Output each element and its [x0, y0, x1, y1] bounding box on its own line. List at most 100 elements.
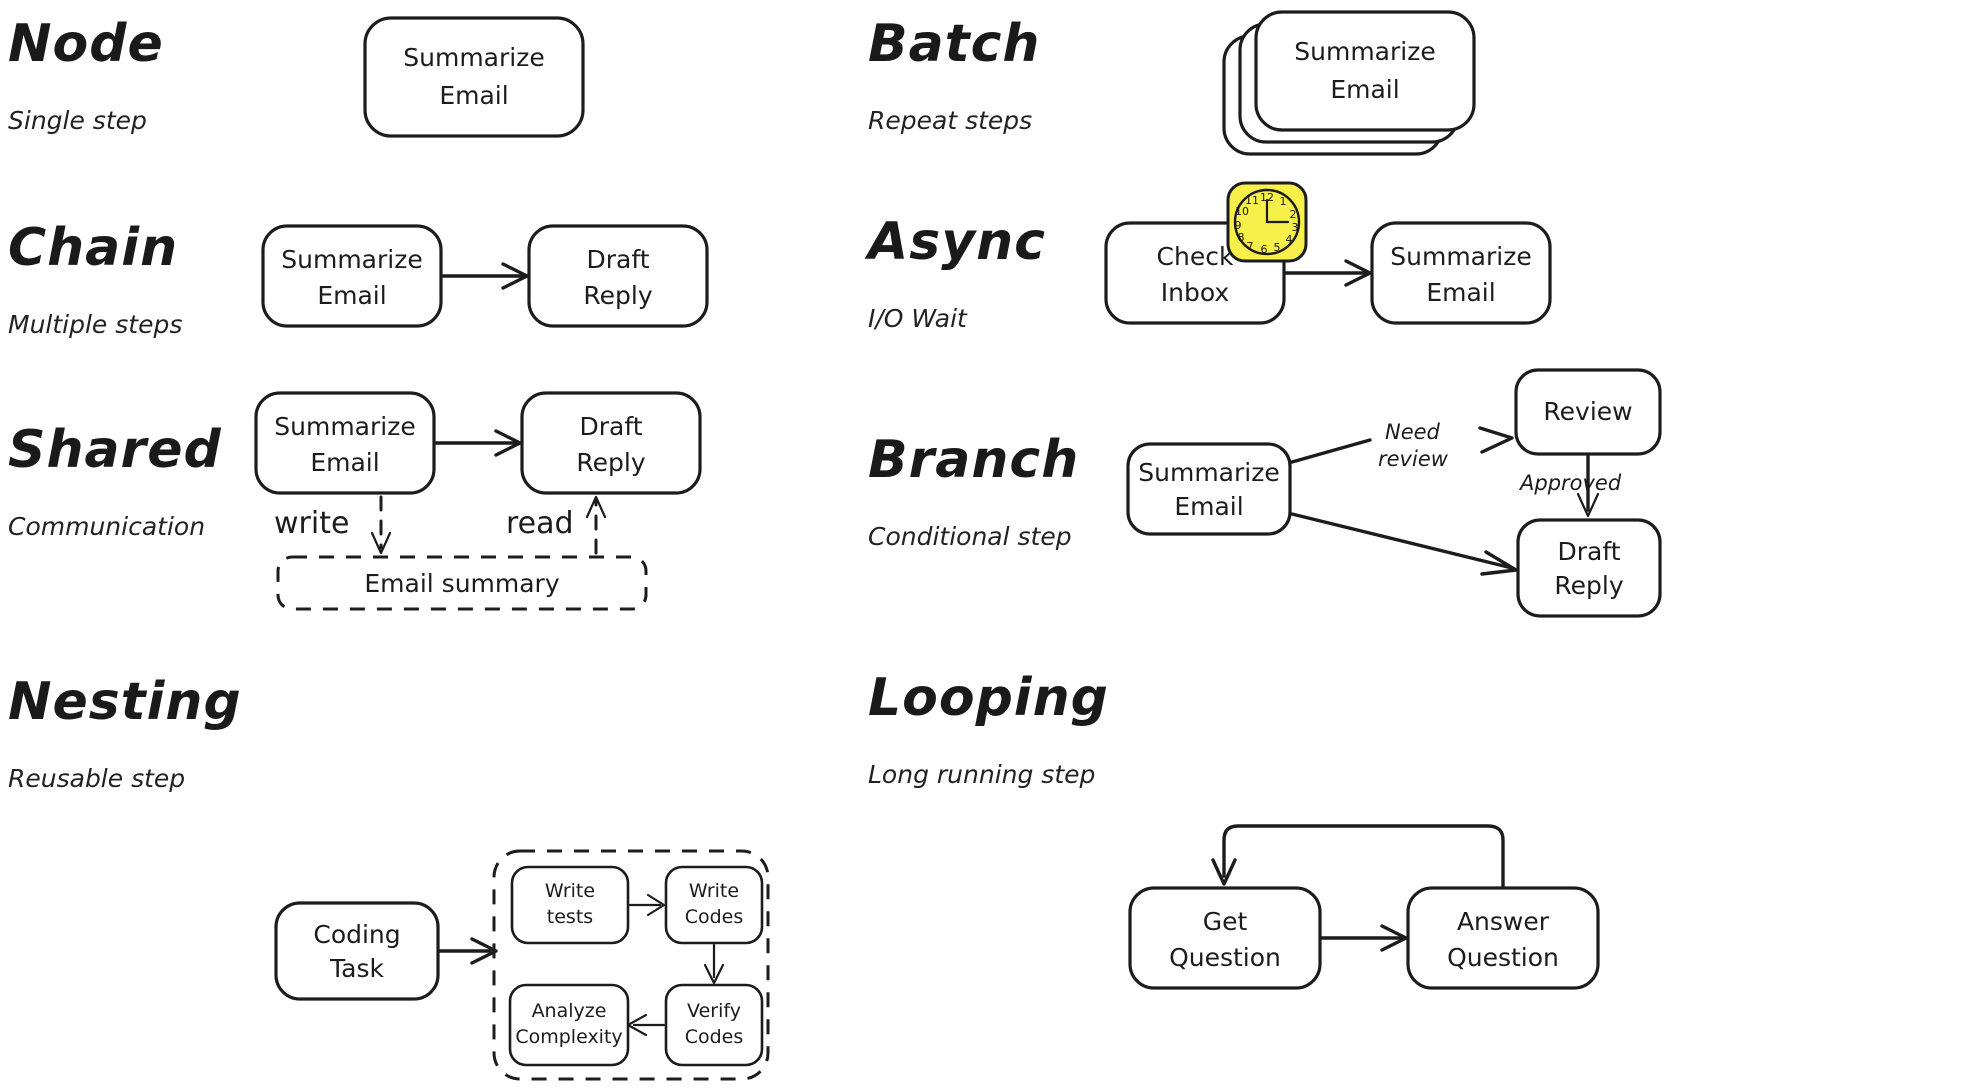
branch-node-draft-reply[interactable] — [1516, 518, 1662, 618]
svg-text:3: 3 — [1292, 221, 1299, 234]
chain-node1-line1: Summarize — [281, 245, 422, 274]
shared-node1-line1: Summarize — [274, 412, 415, 441]
looping-node-get-question[interactable] — [1128, 886, 1322, 990]
batch-title: Batch — [868, 14, 1041, 74]
shared-write-arrowhead — [370, 531, 392, 555]
pattern-chain-title: Chain Multiple steps — [8, 218, 182, 339]
branch-edge-direct — [1290, 512, 1514, 570]
branch-edge-need-review — [1290, 438, 1372, 464]
nesting-node1-line1: Coding — [313, 920, 400, 949]
shared-read-arrowhead — [585, 495, 607, 519]
branch-node-summarize-email[interactable] — [1126, 442, 1292, 536]
pattern-batch-title: Batch Repeat steps — [868, 14, 1040, 135]
branch-node1-line2: Email — [1174, 492, 1243, 521]
shared-node-summarize-email[interactable] — [254, 391, 436, 495]
pattern-shared-graphic: Summarize Email Draft Reply write read E… — [248, 385, 708, 620]
branch-label-approved: Approved — [1518, 471, 1622, 495]
chain-title: Chain — [8, 218, 179, 278]
svg-text:1: 1 — [1280, 195, 1287, 208]
svg-text:6: 6 — [1261, 243, 1268, 256]
pattern-node-title: Node Single step — [8, 14, 164, 135]
async-subtitle: I/O Wait — [868, 304, 967, 333]
shared-title: Shared — [8, 420, 222, 480]
node-box-label-line2: Email — [439, 81, 508, 110]
chain-node1-line2: Email — [317, 281, 386, 310]
shared-arrowhead — [494, 429, 522, 457]
node-subtitle: Single step — [8, 106, 147, 135]
nesting-subnode-write-codes[interactable] — [664, 865, 764, 945]
nesting-sub1-line2: tests — [547, 906, 593, 928]
pattern-nesting-graphic: Coding Task Write tests Write Codes Veri… — [268, 845, 788, 1085]
async-node1-line1: Check — [1157, 242, 1234, 271]
looping-node2-line2: Question — [1447, 943, 1559, 972]
chain-arrowhead — [501, 262, 529, 290]
branch-label-need-line2: review — [1378, 447, 1449, 471]
branch-edge-direct-arrowhead — [1480, 550, 1518, 576]
chain-node2-line1: Draft — [586, 245, 649, 274]
batch-stack-card-front[interactable] — [1254, 10, 1476, 132]
looping-feedback-arrowhead — [1211, 858, 1237, 886]
shared-node1-line2: Email — [310, 448, 379, 477]
shared-node-draft-reply[interactable] — [520, 391, 702, 495]
svg-text:8: 8 — [1238, 231, 1245, 244]
chain-node2-line2: Reply — [583, 281, 652, 310]
nesting-title: Nesting — [8, 672, 242, 732]
looping-node1-line2: Question — [1169, 943, 1281, 972]
nesting-subnode-write-tests[interactable] — [510, 865, 630, 945]
shared-store-box[interactable] — [276, 555, 648, 611]
async-arrowhead — [1344, 259, 1372, 287]
shared-node2-line2: Reply — [576, 448, 645, 477]
batch-box-label-line2: Email — [1330, 75, 1399, 104]
shared-read-label: read — [506, 506, 574, 541]
svg-text:12: 12 — [1260, 191, 1274, 204]
pattern-looping-title: Looping Long running step — [868, 668, 1109, 789]
nesting-subnode-analyze-complexity[interactable] — [508, 983, 630, 1067]
node-title: Node — [8, 14, 164, 74]
branch-node-review[interactable] — [1514, 368, 1662, 456]
svg-text:2: 2 — [1290, 208, 1297, 221]
branch-node3-line1: Draft — [1557, 537, 1620, 566]
nesting-arrowhead — [470, 937, 498, 965]
svg-text:5: 5 — [1274, 241, 1281, 254]
shared-node2-line1: Draft — [579, 412, 642, 441]
looping-arrow-forward-arrowhead — [1380, 924, 1408, 952]
chain-node-summarize-email[interactable] — [261, 224, 443, 328]
node-box-summarize-email[interactable] — [363, 16, 585, 138]
branch-node3-line2: Reply — [1554, 571, 1623, 600]
branch-subtitle: Conditional step — [868, 522, 1072, 551]
async-title: Async — [868, 212, 1046, 272]
nesting-subtitle: Reusable step — [8, 764, 186, 793]
looping-node-answer-question[interactable] — [1406, 886, 1600, 990]
branch-label-need-line1: Need — [1385, 420, 1441, 444]
async-node2-line2: Email — [1426, 278, 1495, 307]
async-node2-line1: Summarize — [1390, 242, 1531, 271]
svg-text:10: 10 — [1235, 205, 1249, 218]
nesting-sub4-line1: Analyze — [532, 1000, 607, 1022]
chain-node-draft-reply[interactable] — [527, 224, 709, 328]
pattern-branch-graphic: Summarize Email Need review Review Appro… — [1120, 362, 1662, 637]
pattern-batch-graphic: Summarize Email — [1210, 2, 1500, 167]
pattern-chain-graphic: Summarize Email Draft Reply — [255, 218, 715, 338]
async-node-summarize-email[interactable] — [1370, 221, 1552, 325]
pattern-nesting-title: Nesting Reusable step — [8, 672, 242, 793]
nesting-node-coding-task[interactable] — [274, 901, 440, 1001]
pattern-branch-title: Branch Conditional step — [868, 430, 1079, 551]
async-node1-line2: Inbox — [1161, 278, 1229, 307]
looping-node2-line1: Answer — [1457, 907, 1550, 936]
chain-subtitle: Multiple steps — [8, 310, 183, 339]
svg-text:4: 4 — [1286, 233, 1293, 246]
branch-node1-line1: Summarize — [1138, 458, 1279, 487]
branch-edge-need-review-arrowhead — [1478, 426, 1514, 454]
branch-title: Branch — [868, 430, 1080, 490]
nesting-subnode-verify-codes[interactable] — [664, 983, 764, 1067]
pattern-async-title: Async I/O Wait — [868, 212, 1046, 333]
nesting-sub2-line1: Write — [689, 880, 739, 902]
nesting-sub3-line1: Verify — [687, 1000, 741, 1022]
nesting-subflow-container[interactable] — [492, 849, 770, 1081]
clock-icon: 12 1 2 3 4 5 6 7 8 9 10 11 — [1226, 181, 1308, 263]
shared-subtitle: Communication — [8, 512, 206, 541]
looping-feedback-edge — [1222, 824, 1505, 888]
looping-subtitle: Long running step — [868, 760, 1096, 789]
pattern-looping-graphic: Get Question Answer Question — [1120, 818, 1660, 1058]
pattern-shared-title: Shared Communication — [8, 420, 222, 541]
